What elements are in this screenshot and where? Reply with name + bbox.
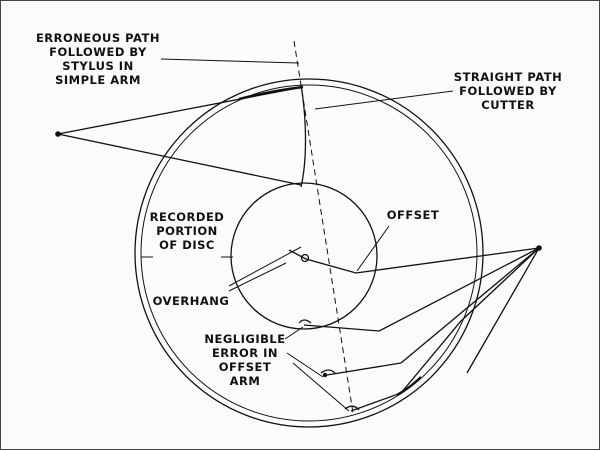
svg-text:NEGLIGIBLE: NEGLIGIBLE [204, 332, 285, 346]
svg-text:STRAIGHT PATH: STRAIGHT PATH [454, 70, 562, 84]
offset-arm-middle-b [400, 247, 540, 364]
svg-text:SIMPLE ARM: SIMPLE ARM [55, 73, 141, 87]
leader-negligible-2 [286, 352, 324, 378]
head-middle [320, 369, 336, 374]
stylus-point-middle [322, 372, 328, 378]
leader-straight [314, 90, 454, 110]
disc-outer-rim-inner [140, 84, 478, 422]
svg-text:OFFSET: OFFSET [219, 360, 271, 374]
label-erroneous-path: ERRONEOUS PATH FOLLOWED BY STYLUS IN SIM… [36, 31, 160, 87]
svg-text:PORTION: PORTION [156, 224, 218, 238]
offset-arm-rim [350, 247, 540, 412]
head-upper [298, 319, 312, 324]
svg-text:RECORDED: RECORDED [150, 210, 225, 224]
leader-overhang-1 [228, 246, 302, 287]
svg-text:ARM: ARM [230, 374, 261, 388]
label-recorded-portion: RECORDED PORTION OF DISC [150, 210, 225, 252]
disc-outer-rim [134, 78, 484, 428]
leader-negligible-3 [292, 362, 350, 412]
svg-text:ERRONEOUS PATH: ERRONEOUS PATH [36, 31, 160, 45]
rim-contact-arc-lower [396, 376, 422, 397]
svg-text:OF DISC: OF DISC [159, 238, 215, 252]
erroneous-stylus-path [300, 84, 307, 188]
leader-overhang-2 [228, 262, 287, 292]
label-straight-path: STRAIGHT PATH FOLLOWED BY CUTTER [454, 70, 562, 112]
label-offset: OFFSET [387, 208, 439, 222]
offset-arm-inner [326, 362, 402, 376]
label-overhang: OVERHANG [153, 294, 230, 308]
simple-arm-lower [57, 133, 302, 186]
disc-label-area [230, 182, 378, 330]
svg-text:CUTTER: CUTTER [481, 98, 534, 112]
offset-arm-rim-b [466, 247, 540, 374]
svg-text:FOLLOWED BY: FOLLOWED BY [49, 45, 147, 59]
leader-erroneous [160, 58, 300, 64]
offset-arm-middle [303, 247, 540, 332]
leader-offset [356, 225, 390, 272]
offset-arm-outer [288, 247, 540, 274]
svg-text:ERROR IN: ERROR IN [212, 346, 278, 360]
label-negligible-error: NEGLIGIBLE ERROR IN OFFSET ARM [204, 332, 285, 388]
rim-contact-arc [238, 85, 304, 101]
leader-negligible-1 [284, 326, 304, 340]
spindle [300, 253, 310, 263]
svg-text:STYLUS IN: STYLUS IN [62, 59, 133, 73]
svg-text:FOLLOWED BY: FOLLOWED BY [459, 84, 557, 98]
